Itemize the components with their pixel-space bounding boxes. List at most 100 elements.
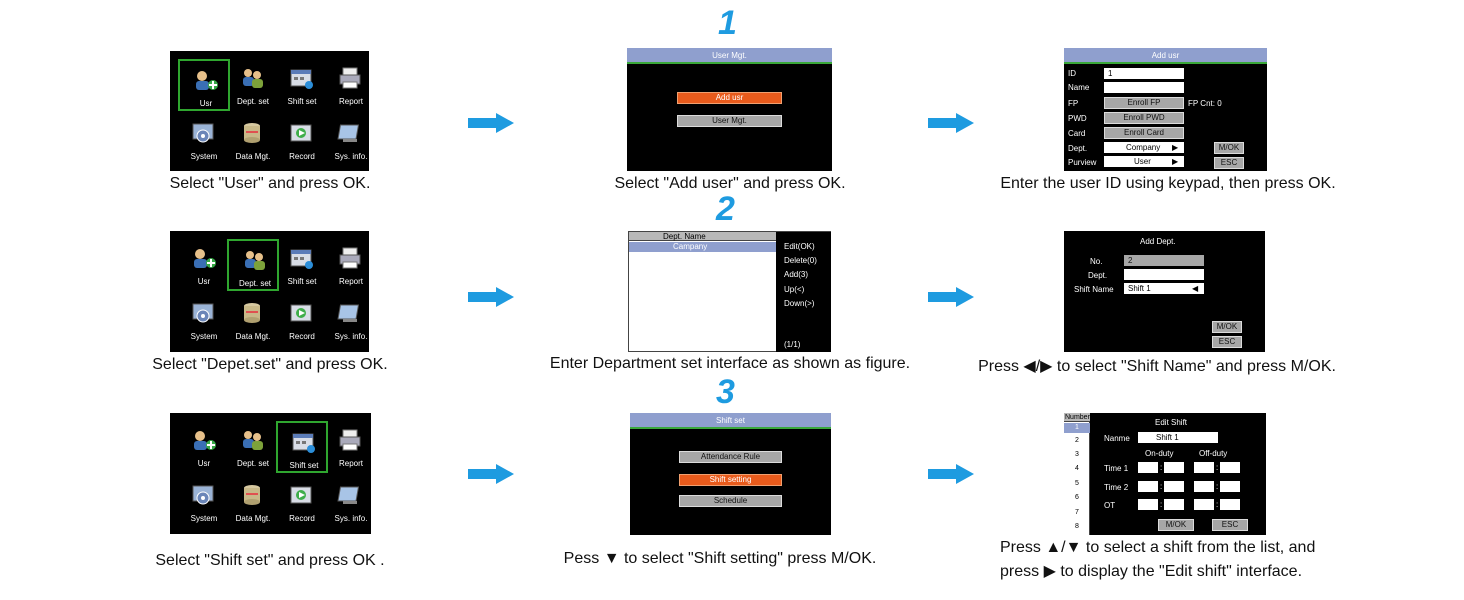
shift-name-select[interactable]: Shift 1 ◀ [1124,283,1204,294]
mok-button[interactable]: M/OK [1158,519,1194,531]
menu-item-usr[interactable]: Usr [178,59,230,111]
time2-off-minute[interactable] [1220,481,1240,492]
esc-button[interactable]: ESC [1214,157,1244,169]
menu-item-system[interactable]: System [178,114,230,166]
user-add-icon [194,249,216,268]
shift-number-selected[interactable]: 1 [1064,423,1090,433]
menu-item-report[interactable]: Report [325,421,371,473]
menu-item-report[interactable]: Report [325,239,369,291]
menu-item-sys-info[interactable]: Sys. info. [325,294,369,346]
step-number-1: 1 [718,4,737,42]
dept-list-sidebar: Edit(OK) Delete(0) Add(3) Up(<) Down(>) … [776,232,831,352]
id-field[interactable]: 1 [1104,68,1184,79]
name-field[interactable] [1104,82,1184,93]
menu-item-report[interactable]: Report [325,59,369,111]
user-add-icon [194,431,216,450]
menu-item-label: Dept. set [236,97,269,106]
shift-number[interactable]: 7 [1075,509,1079,516]
caption-select-shift-name: Press ◀/▶ to select "Shift Name" and pre… [978,358,1336,375]
time1-off-minute[interactable] [1220,462,1240,473]
purview-select[interactable]: User ▶ [1104,156,1184,167]
shift-number[interactable]: 5 [1075,480,1079,487]
ot-on-hour[interactable] [1138,499,1158,510]
ot-off-minute[interactable] [1220,499,1240,510]
dept-list-row-selected[interactable]: Campany [629,242,776,252]
step-number-2: 2 [716,190,735,228]
menu-item-shift-set[interactable]: Shift set [276,239,328,291]
menu-delete[interactable]: Delete(0) [784,256,817,265]
time1-on-hour[interactable] [1138,462,1158,473]
esc-button[interactable]: ESC [1212,336,1242,348]
no-field: 2 [1124,255,1204,266]
settings-icon [192,303,214,323]
printer-icon [339,429,361,451]
menu-item-shift-set[interactable]: Shift set [276,59,328,111]
menu-item-sys-info[interactable]: Sys. info. [325,476,371,528]
menu-item-sys-info[interactable]: Sys. info. [325,114,369,166]
shift-number[interactable]: 6 [1075,494,1079,501]
shift-name-field[interactable]: Shift 1 [1138,432,1218,443]
dept-field[interactable] [1124,269,1204,280]
time2-off-hour[interactable] [1194,481,1214,492]
time-separator: : [1216,482,1219,491]
dept-select[interactable]: Company ▶ [1104,142,1184,153]
shift-number[interactable]: 4 [1075,465,1079,472]
menu-edit[interactable]: Edit(OK) [784,242,815,251]
add-usr-title: Add usr [1064,48,1267,64]
menu-item-dept-set[interactable]: Dept. set [227,239,279,291]
menu-item-dept-set[interactable]: Dept. set [227,59,279,111]
add-usr-button[interactable]: Add usr [677,92,782,104]
shift-number[interactable]: 2 [1075,437,1079,444]
time2-on-hour[interactable] [1138,481,1158,492]
time1-off-hour[interactable] [1194,462,1214,473]
menu-down[interactable]: Down(>) [784,299,815,308]
menu-item-usr[interactable]: Usr [178,239,230,291]
dept-list-screen: Dept. Name Campany Edit(OK) Delete(0) Ad… [628,231,831,352]
shift-number[interactable]: 3 [1075,451,1079,458]
ot-off-hour[interactable] [1194,499,1214,510]
shift-number[interactable]: 8 [1075,523,1079,530]
menu-item-record[interactable]: Record [276,294,328,346]
users-icon [243,69,263,88]
menu-item-usr[interactable]: Usr [178,421,230,473]
ot-on-minute[interactable] [1164,499,1184,510]
menu-item-record[interactable]: Record [276,114,328,166]
user-mgt-title: User Mgt. [627,48,832,64]
menu-item-data-mgt[interactable]: Data Mgt. [227,476,279,528]
menu-add[interactable]: Add(3) [784,270,809,279]
attendance-rule-button[interactable]: Attendance Rule [679,451,782,463]
user-mgt-button[interactable]: User Mgt. [677,115,782,127]
menu-item-system[interactable]: System [178,476,230,528]
time-separator: : [1216,463,1219,472]
menu-item-record[interactable]: Record [276,476,328,528]
mok-button[interactable]: M/OK [1214,142,1244,154]
off-duty-label: Off-duty [1199,449,1228,458]
enroll-pwd-button[interactable]: Enroll PWD [1104,112,1184,124]
menu-item-label: Usr [197,277,211,286]
calendar-icon [290,69,313,89]
shift-setting-button[interactable]: Shift setting [679,474,782,486]
enroll-fp-button[interactable]: Enroll FP [1104,97,1184,109]
menu-item-data-mgt[interactable]: Data Mgt. [227,294,279,346]
menu-item-label: Report [338,459,363,468]
schedule-button[interactable]: Schedule [679,495,782,507]
caption-enter-user-id: Enter the user ID using keypad, then pre… [1000,175,1336,192]
ot-label: OT [1104,501,1116,510]
dept-label: Dept. [1068,144,1088,153]
no-label: No. [1090,257,1103,266]
esc-button[interactable]: ESC [1212,519,1248,531]
menu-item-label: Shift set [289,461,319,470]
users-icon [245,251,265,270]
menu-item-system[interactable]: System [178,294,230,346]
menu-up[interactable]: Up(<) [784,285,805,294]
arrow-right-icon [928,287,974,307]
time1-on-minute[interactable] [1164,462,1184,473]
menu-item-label: Sys. info. [334,332,368,341]
menu-item-dept-set[interactable]: Dept. set [227,421,279,473]
menu-item-shift-set[interactable]: Shift set [276,421,328,473]
enroll-card-button[interactable]: Enroll Card [1104,127,1184,139]
time2-on-minute[interactable] [1164,481,1184,492]
menu-item-data-mgt[interactable]: Data Mgt. [227,114,279,166]
mok-button[interactable]: M/OK [1212,321,1242,333]
